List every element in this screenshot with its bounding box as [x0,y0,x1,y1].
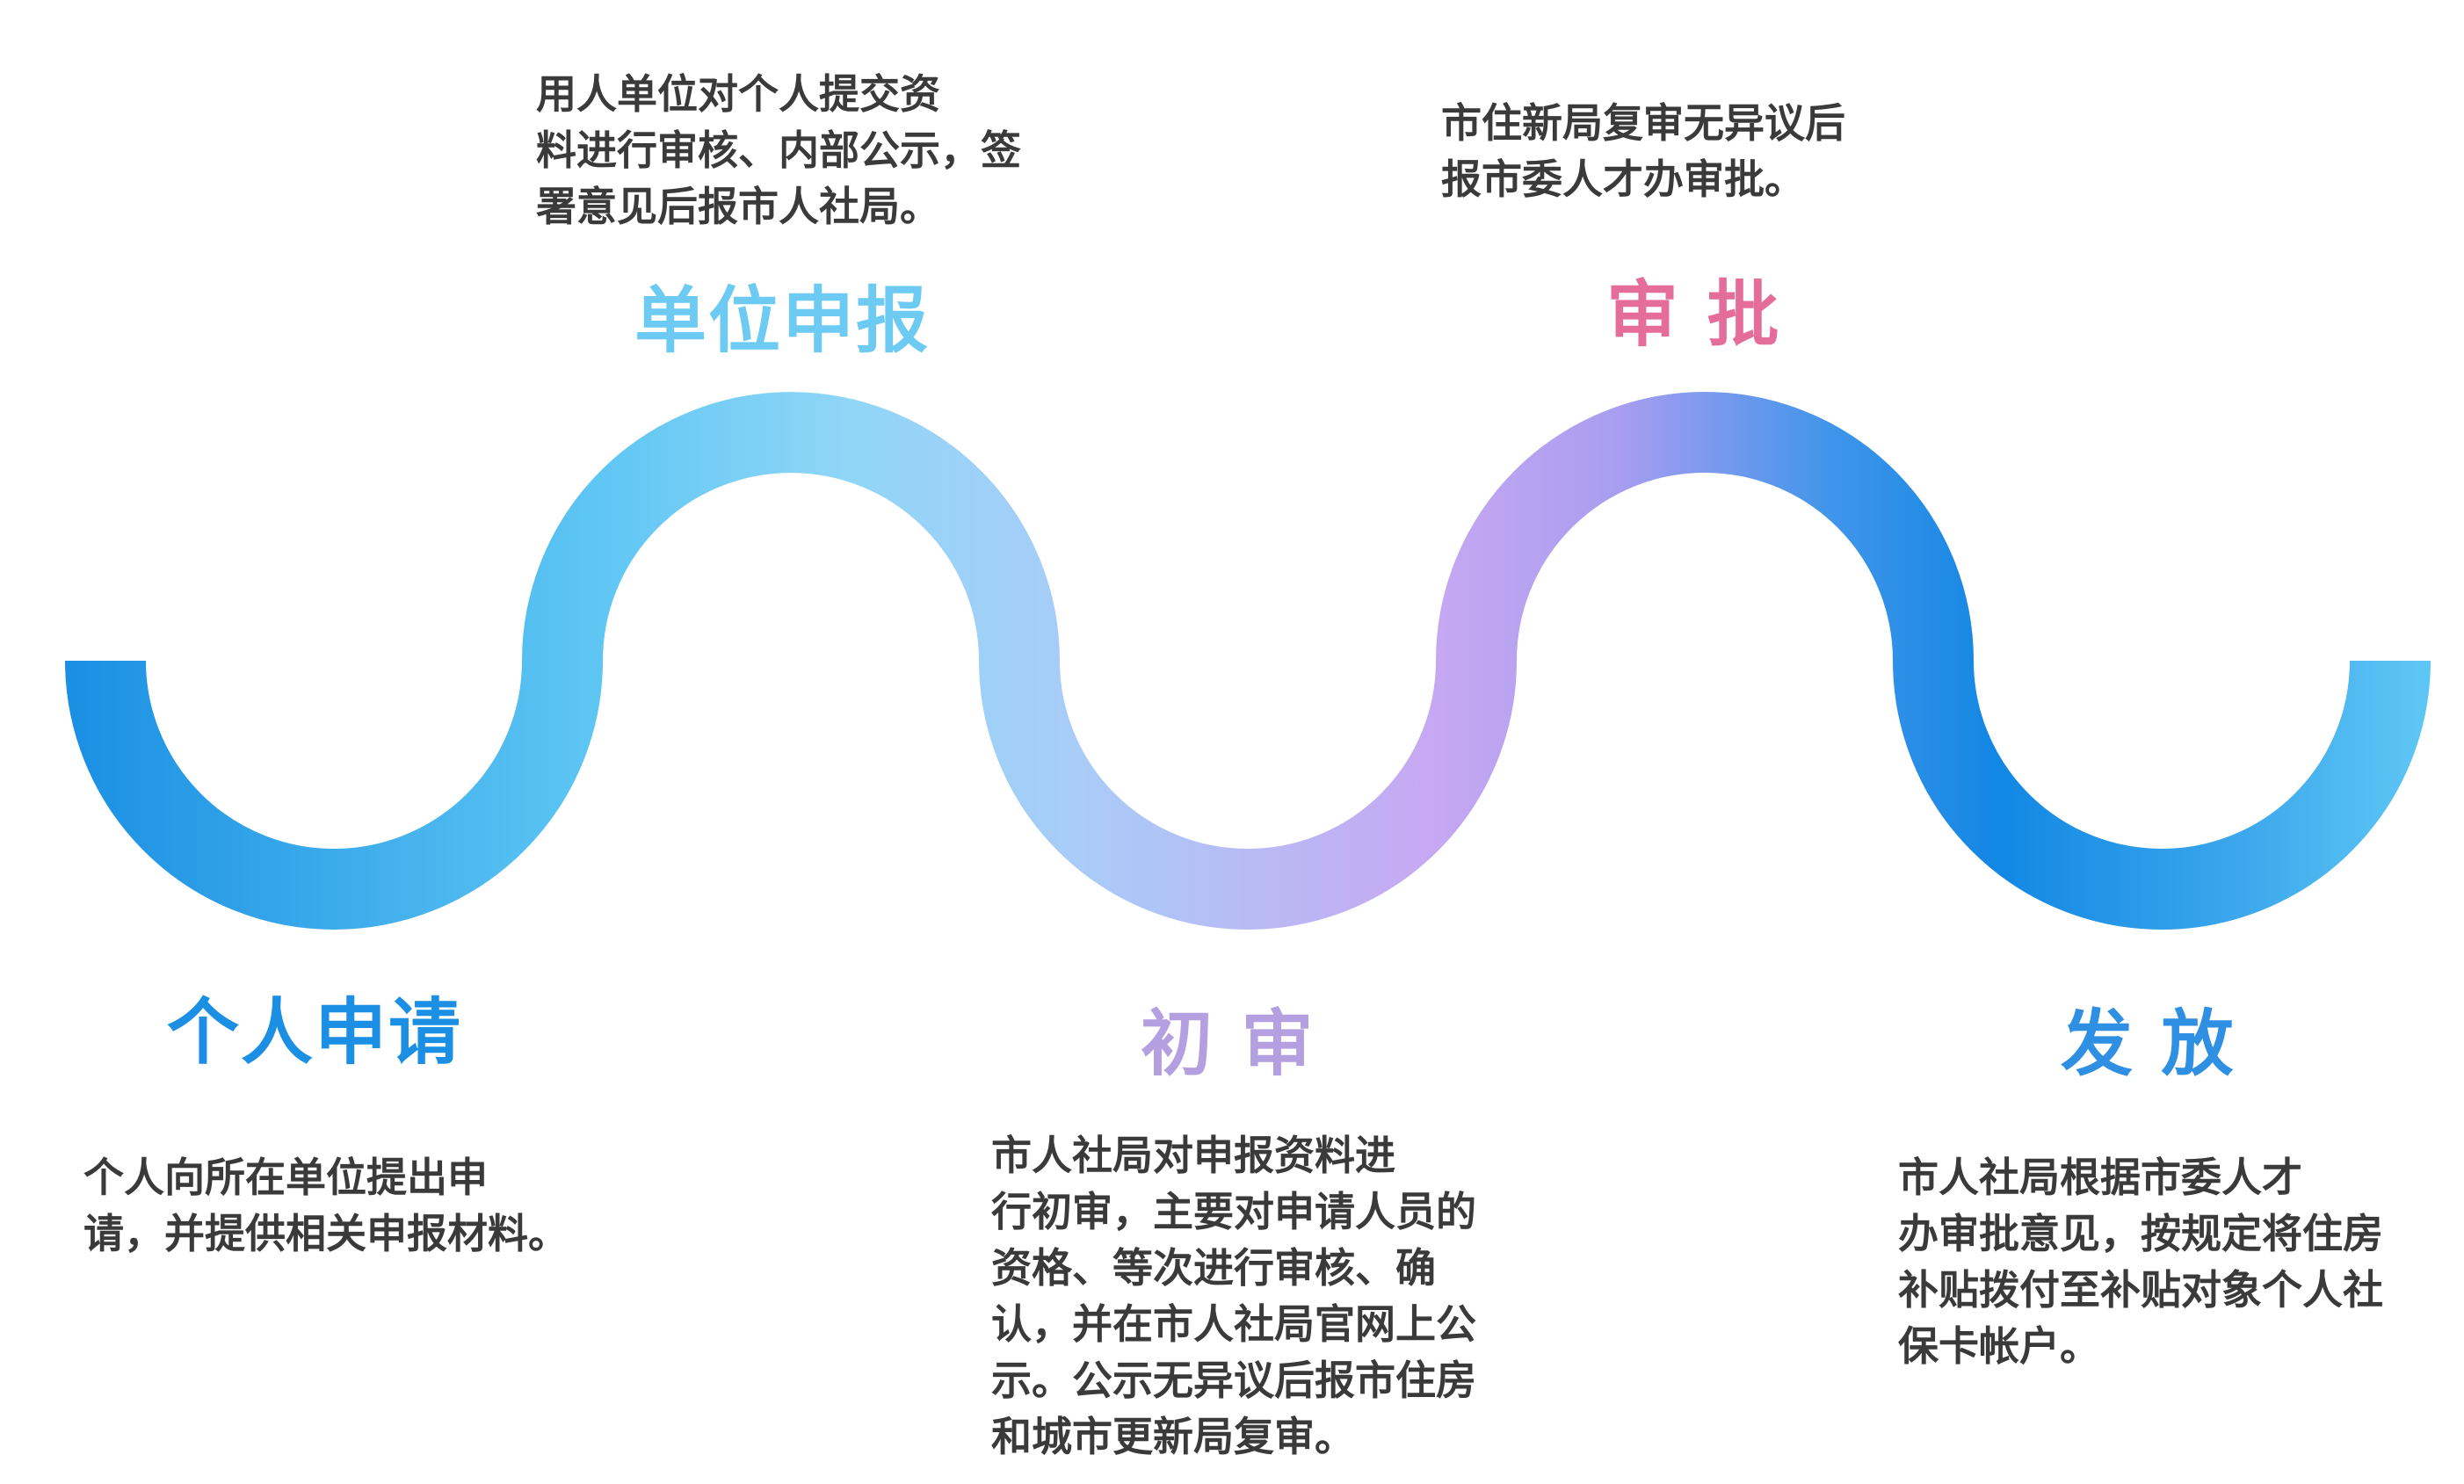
stage-title-payout: 发 放 [2061,1003,2236,1086]
stage-title-approval: 审 批 [1606,273,1781,357]
stage-title-initial-review: 初 审 [1141,1003,1315,1086]
stage-desc-apply: 个人向所在单位提出申 请，并提供相关申报材料。 [83,1154,569,1257]
stage-desc-initial-review: 市人社局对申报资料进 行初审，主要对申请人员的 资格、等次进行审核、确 认，并在… [991,1132,1476,1460]
wave-curve [65,392,2431,930]
stage-desc-unit-report: 用人单位对个人提交资 料进行审核、内部公示，签 署意见后报市人社局。 [536,70,1021,230]
stage-desc-approval: 市住新局复审无异议后 报市委人才办审批。 [1441,99,1845,203]
stage-desc-payout: 市人社局根据市委人才 办审批意见，按规定将住房 补贴拨付至补贴对象个人社 保卡帐… [1898,1154,2383,1370]
stage-title-apply: 个人申请 [167,991,463,1075]
stage-title-unit-report: 单位申报 [634,279,931,363]
